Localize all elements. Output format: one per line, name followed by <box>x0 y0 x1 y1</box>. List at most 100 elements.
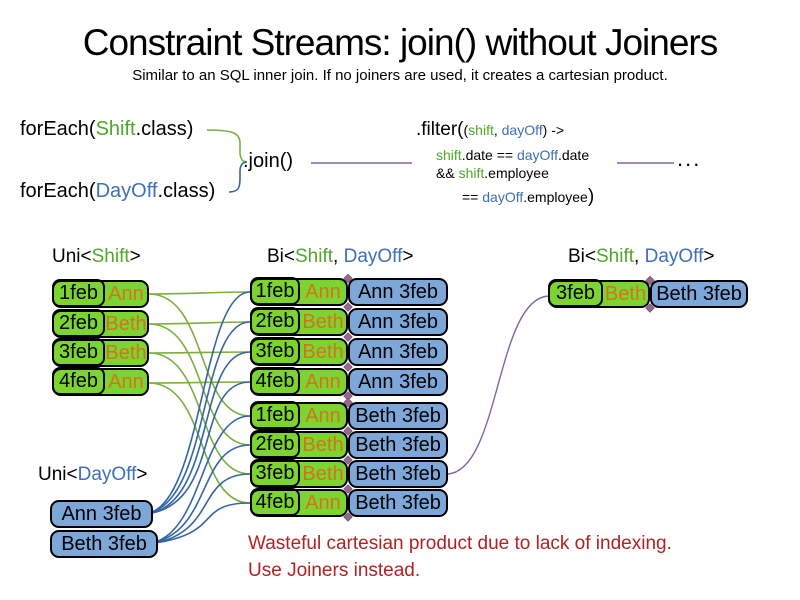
employee-name: Beth <box>105 313 147 335</box>
shift1-to-pair5 <box>148 293 251 417</box>
dayoff-value: Beth 3feb <box>61 533 147 555</box>
date-chip: 3feb <box>250 459 300 487</box>
shift-cell: 4feb Ann <box>52 367 149 396</box>
label-text: > <box>703 246 715 267</box>
label-text: Bi< <box>267 246 295 267</box>
dayoff-cell: Beth 3feb <box>50 530 158 558</box>
code-text: forEach( <box>20 180 96 202</box>
code-text: .class) <box>157 180 216 202</box>
dayoff-cell: Ann 3feb <box>348 278 448 306</box>
code-ellipsis: ... <box>677 146 702 171</box>
dayoff-value: Beth 3feb <box>355 405 441 427</box>
dayoff-value: Ann 3feb <box>61 503 142 525</box>
shift-arg: shift <box>468 122 494 138</box>
code-foreach-dayoff: forEach(DayOff.class) <box>20 180 215 203</box>
date-chip: 2feb <box>52 309 105 337</box>
shift-row: 4feb Ann <box>52 367 149 396</box>
closing-paren: ) <box>587 186 595 207</box>
shift3-to-pair7 <box>148 352 251 475</box>
pair-row: 1feb Ann Beth 3feb <box>250 401 448 430</box>
dayoff-cell: Beth 3feb <box>348 402 448 430</box>
code-text: && <box>436 165 459 181</box>
date-chip: 4feb <box>250 488 300 516</box>
shift-row: 1feb Ann <box>52 279 149 308</box>
code-text: forEach( <box>20 118 96 140</box>
pair-row: 2feb Beth Ann 3feb <box>250 307 448 336</box>
warning-line1: Wasteful cartesian product due to lack o… <box>248 533 672 554</box>
pair-row: 3feb Beth Beth 3feb <box>250 459 448 488</box>
dayoff-row: Beth 3feb <box>50 530 158 558</box>
label-text: , <box>634 246 645 267</box>
employee-name: Ann <box>108 283 144 305</box>
label-text: > <box>402 246 414 267</box>
employee-name: Beth <box>105 342 147 364</box>
shift4-to-pair4 <box>148 381 251 384</box>
employee-name: Ann <box>305 405 341 427</box>
code-text: == <box>462 189 483 205</box>
code-filter-line1: .filter((shift, dayOff) -> <box>416 119 564 141</box>
beth-to-pair5 <box>154 415 251 543</box>
employee-name: Ann <box>305 371 341 393</box>
dayoff-cell: Ann 3feb <box>348 338 448 366</box>
dayoff-keyword: DayOff <box>644 246 704 267</box>
ann-to-pair2 <box>151 321 251 513</box>
employee-name: Beth <box>302 341 344 363</box>
code-text: , <box>493 122 502 138</box>
beth-to-pair6 <box>154 444 251 543</box>
shift2-to-pair2 <box>148 321 251 325</box>
date-chip: 1feb <box>250 401 300 429</box>
shift-class-keyword: Shift <box>95 118 136 140</box>
shift-row: 3feb Beth <box>52 338 149 367</box>
shift-cell: 4feb Ann <box>250 488 348 517</box>
shift-cell: 1feb Ann <box>250 277 348 306</box>
label-text: Uni< <box>52 246 92 267</box>
dayoff-value: Ann 3feb <box>357 281 439 303</box>
code-foreach-shift: forEach(Shift.class) <box>20 118 193 141</box>
shift-cell: 3feb Beth <box>250 337 348 366</box>
dayoff-value: Ann 3feb <box>357 371 439 393</box>
shift-keyword: Shift <box>596 246 635 267</box>
label-text: > <box>129 246 141 267</box>
date-chip: 4feb <box>250 367 300 395</box>
pair-row: 2feb Beth Beth 3feb <box>250 430 448 459</box>
pair-row: 3feb Beth Ann 3feb <box>250 337 448 366</box>
code-text: .employee <box>523 189 588 205</box>
pair7-to-result-line <box>447 295 549 475</box>
shift-cell: 2feb Beth <box>250 307 348 336</box>
date-chip: 1feb <box>52 279 105 307</box>
shift-cell: 4feb Ann <box>250 367 348 396</box>
code-text: ( <box>463 122 469 138</box>
date-chip: 3feb <box>548 279 603 307</box>
page-subtitle: Similar to an SQL inner join. If no join… <box>132 67 668 84</box>
dayoff-value: Beth 3feb <box>355 434 441 456</box>
dayoff-cell: Beth 3feb <box>348 431 448 459</box>
employee-name: Beth <box>604 283 647 305</box>
label-text: , <box>333 246 344 267</box>
dayoff-ref: dayOff <box>516 147 558 163</box>
label-bi-middle: Bi<Shift, DayOff> <box>267 246 413 268</box>
shift-keyword: Shift <box>91 246 130 267</box>
employee-name: Beth <box>302 311 344 333</box>
employee-name: Beth <box>302 434 344 456</box>
employee-name: Ann <box>305 492 341 514</box>
warning-text: Wasteful cartesian product due to lack o… <box>248 530 672 584</box>
ann-to-pair4 <box>151 381 251 514</box>
shift-ref: shift <box>458 165 485 181</box>
shift-cell: 3feb Beth <box>52 338 149 367</box>
dayoff-cell: Ann 3feb <box>348 308 448 336</box>
date-chip: 4feb <box>52 367 105 395</box>
shift-cell: 3feb Beth <box>548 279 650 308</box>
dayoff-value: Beth 3feb <box>656 283 742 305</box>
shift-cell: 2feb Beth <box>52 309 149 338</box>
label-uni-dayoff: Uni<DayOff> <box>38 464 148 486</box>
brace-dayoff-line <box>228 161 248 193</box>
shift-keyword: Shift <box>295 246 334 267</box>
label-text: > <box>136 464 148 485</box>
dayoff-value: Beth 3feb <box>355 463 441 485</box>
shift2-to-pair6 <box>148 323 251 446</box>
shift1-to-pair1 <box>148 291 251 295</box>
dayoff-cell: Beth 3feb <box>650 280 748 308</box>
dayoff-keyword: DayOff <box>77 464 137 485</box>
code-text: .employee <box>484 165 549 181</box>
